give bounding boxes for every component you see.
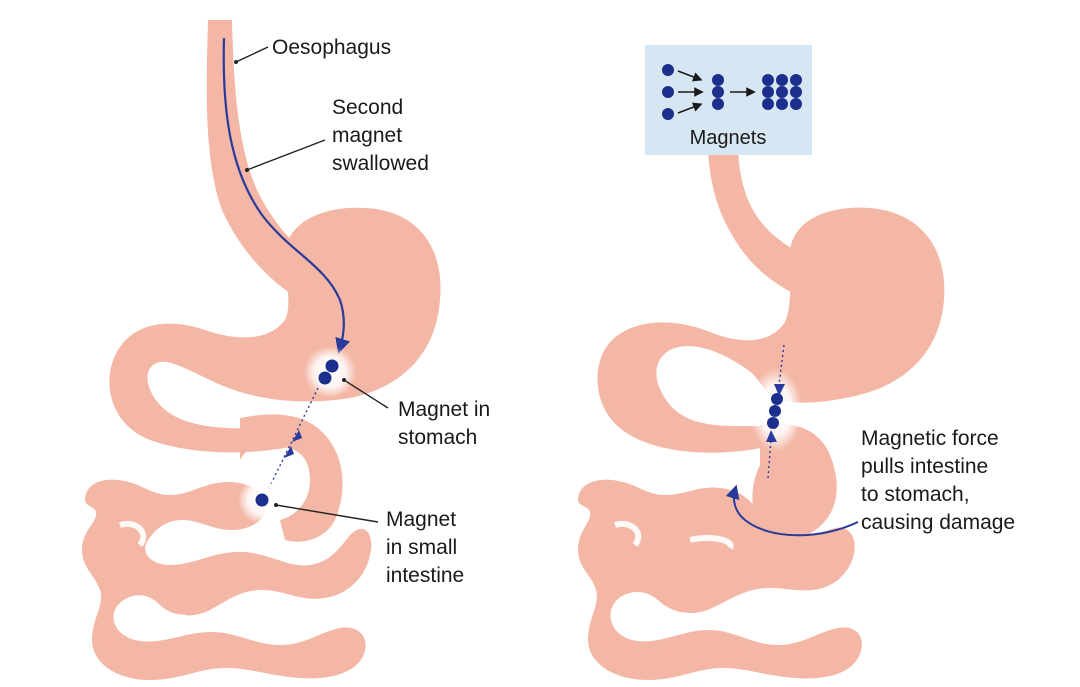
label-magnetic-force-line4: causing damage: [861, 511, 1015, 534]
label-second-magnet-line3: swallowed: [332, 152, 429, 175]
right-small-intestine: [578, 479, 862, 680]
label-oesophagus: Oesophagus: [272, 36, 391, 59]
left-oesophagus: [206, 20, 320, 300]
left-anatomy: [82, 20, 441, 680]
right-anatomy: [578, 150, 945, 680]
magnets-joined: [767, 393, 783, 429]
label-magnetic-force-line3: to stomach,: [861, 483, 970, 506]
left-stomach: [109, 207, 441, 453]
label-second-magnet-line1: Second: [332, 96, 403, 119]
inset-title: Magnets: [690, 127, 767, 149]
right-pulled-intestine: [752, 423, 837, 539]
left-small-intestine: [82, 479, 372, 680]
force-arrow: [725, 484, 859, 537]
label-second-magnet-line2: magnet: [332, 124, 402, 147]
left-swallow-path: [222, 37, 351, 354]
left-attraction-line: [267, 387, 319, 491]
label-magnetic-force-line2: pulls intestine: [861, 455, 988, 478]
left-duodenum: [240, 414, 343, 542]
label-magnet-intestine-line3: intestine: [386, 564, 464, 587]
label-magnet-stomach-line2: stomach: [398, 426, 477, 449]
label-magnet-intestine-line1: Magnet: [386, 508, 456, 531]
label-magnet-intestine-line2: in small: [386, 536, 457, 559]
label-magnetic-force-line1: Magnetic force: [861, 427, 999, 450]
left-labels: Oesophagus Second magnet swallowed Magne…: [234, 36, 490, 587]
right-stomach: [597, 207, 945, 453]
magnet-in-intestine: [255, 493, 269, 507]
magnet-in-stomach: [318, 359, 339, 385]
magnets-inset: Magnets: [645, 45, 812, 155]
label-magnet-stomach-line1: Magnet in: [398, 398, 490, 421]
right-labels: Magnetic force pulls intestine to stomac…: [861, 427, 1015, 534]
